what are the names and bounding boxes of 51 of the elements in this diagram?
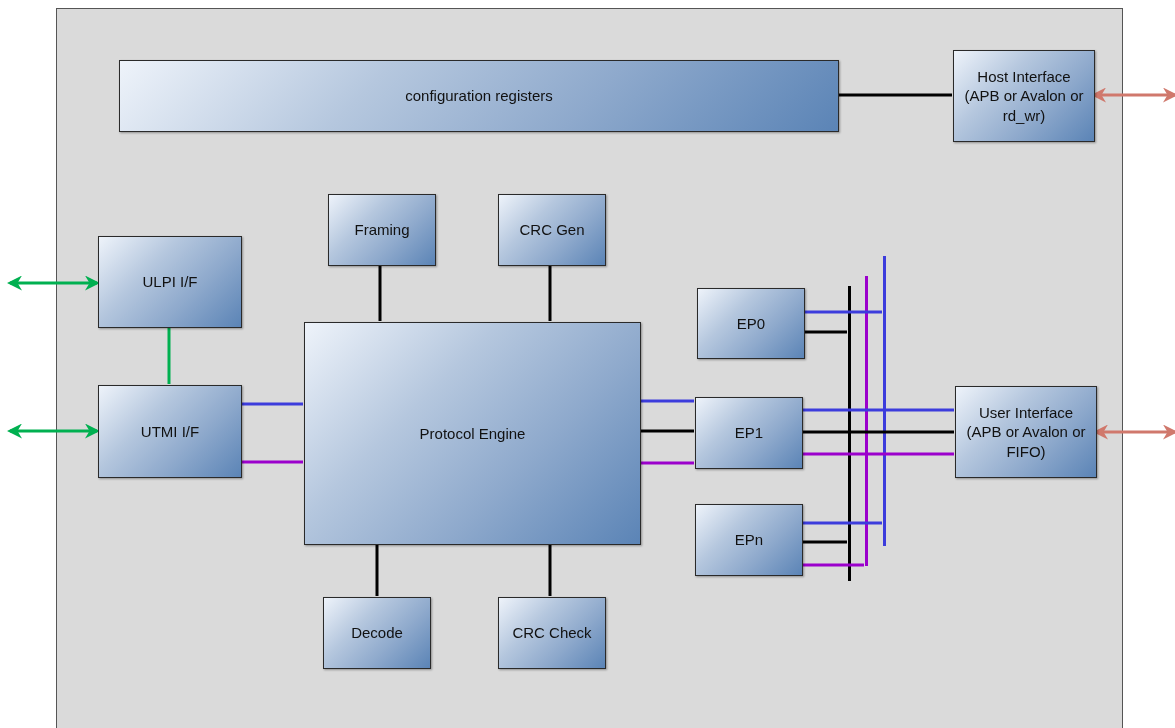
connector-line bbox=[640, 461, 694, 465]
connector-line bbox=[548, 265, 552, 321]
connector-line bbox=[640, 429, 694, 433]
block-box bbox=[498, 597, 606, 669]
connector-line bbox=[378, 265, 382, 321]
connector-line bbox=[167, 327, 171, 384]
block-label: CRC Check bbox=[512, 623, 592, 643]
block-label: Protocol Engine bbox=[419, 423, 526, 444]
block-label: Framing bbox=[354, 220, 410, 240]
bus-line bbox=[865, 276, 868, 566]
double-arrow bbox=[7, 275, 100, 291]
connector-line bbox=[802, 452, 954, 456]
bus-line bbox=[883, 256, 886, 546]
block-box bbox=[697, 288, 805, 359]
block-box bbox=[695, 397, 803, 469]
connector-line bbox=[375, 544, 379, 596]
block-box bbox=[304, 322, 641, 545]
bus-line bbox=[848, 286, 851, 581]
block-box bbox=[498, 194, 606, 266]
connector-line bbox=[548, 544, 552, 596]
block-label: EP0 bbox=[736, 313, 766, 334]
block-label: Host Interface (APB or Avalon or rd_wr) bbox=[963, 66, 1085, 126]
block-box bbox=[98, 385, 242, 478]
connector-line bbox=[241, 402, 303, 406]
block-label: EPn bbox=[734, 530, 764, 550]
block-box bbox=[695, 504, 803, 576]
chip-boundary bbox=[56, 8, 1123, 728]
block-box bbox=[953, 50, 1095, 142]
block-label: EP1 bbox=[734, 423, 764, 443]
connector-line bbox=[804, 310, 882, 314]
block-box bbox=[98, 236, 242, 328]
connector-line bbox=[838, 93, 952, 97]
block-box bbox=[955, 386, 1097, 478]
connector-line bbox=[802, 408, 954, 412]
block-label: User Interface (APB or Avalon or FIFO) bbox=[965, 402, 1087, 462]
connector-line bbox=[802, 540, 847, 544]
block-label: ULPI I/F bbox=[142, 272, 198, 292]
double-arrow bbox=[7, 423, 100, 439]
connector-line bbox=[802, 430, 954, 434]
connector-line bbox=[802, 521, 882, 525]
block-label: CRC Gen bbox=[519, 220, 585, 240]
block-label: configuration registers bbox=[405, 86, 553, 106]
block-box bbox=[119, 60, 839, 132]
connector-line bbox=[241, 460, 303, 464]
block-label: UTMI I/F bbox=[140, 421, 200, 442]
connector-line bbox=[640, 399, 694, 403]
connector-line bbox=[804, 330, 847, 334]
block-box bbox=[328, 194, 436, 266]
connector-line bbox=[802, 563, 864, 567]
block-label: Decode bbox=[351, 623, 403, 643]
block-box bbox=[323, 597, 431, 669]
